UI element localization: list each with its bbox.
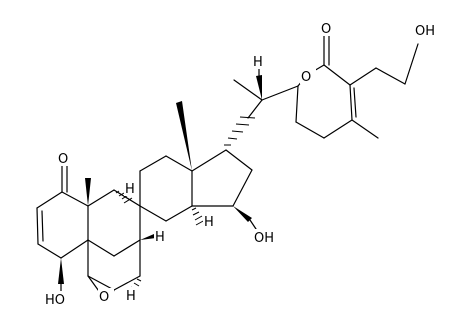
c20-h-wedge: [256, 75, 262, 100]
ring-d-bonds: [191, 149, 253, 207]
c8-h-wedge: [140, 234, 156, 240]
label-hydroxymethyl-oh: OH: [415, 24, 435, 39]
label-ketone-o: O: [58, 152, 68, 167]
label-c9-h: H: [125, 182, 135, 197]
c10-methyl-wedge: [85, 178, 91, 206]
label-c14-h: H: [204, 215, 214, 230]
atom-labels: O O O OH H H H H H O OH HO: [44, 20, 442, 308]
label-epoxide-o: O: [99, 290, 109, 305]
c13-methyl-wedge: [176, 101, 192, 171]
ring-c-bonds: [139, 155, 193, 222]
c4-oh-wedge: [58, 258, 64, 284]
label-lactone-ring-o: O: [301, 70, 311, 85]
ring-a-bonds: [36, 164, 89, 259]
label-c20-h: H: [253, 55, 263, 70]
label-c15-oh: OH: [254, 231, 274, 246]
c17-c20-hash: [224, 116, 256, 146]
label-c4-ho: HO: [45, 293, 65, 308]
label-lactone-carbonyl-o: O: [321, 22, 331, 37]
label-c8-h: H: [155, 230, 165, 245]
c15-oh-wedge: [233, 206, 252, 222]
ring-b-bonds: [87, 189, 141, 257]
lactone-ring-bonds: [295, 34, 419, 139]
label-c6-h: H: [126, 289, 136, 304]
